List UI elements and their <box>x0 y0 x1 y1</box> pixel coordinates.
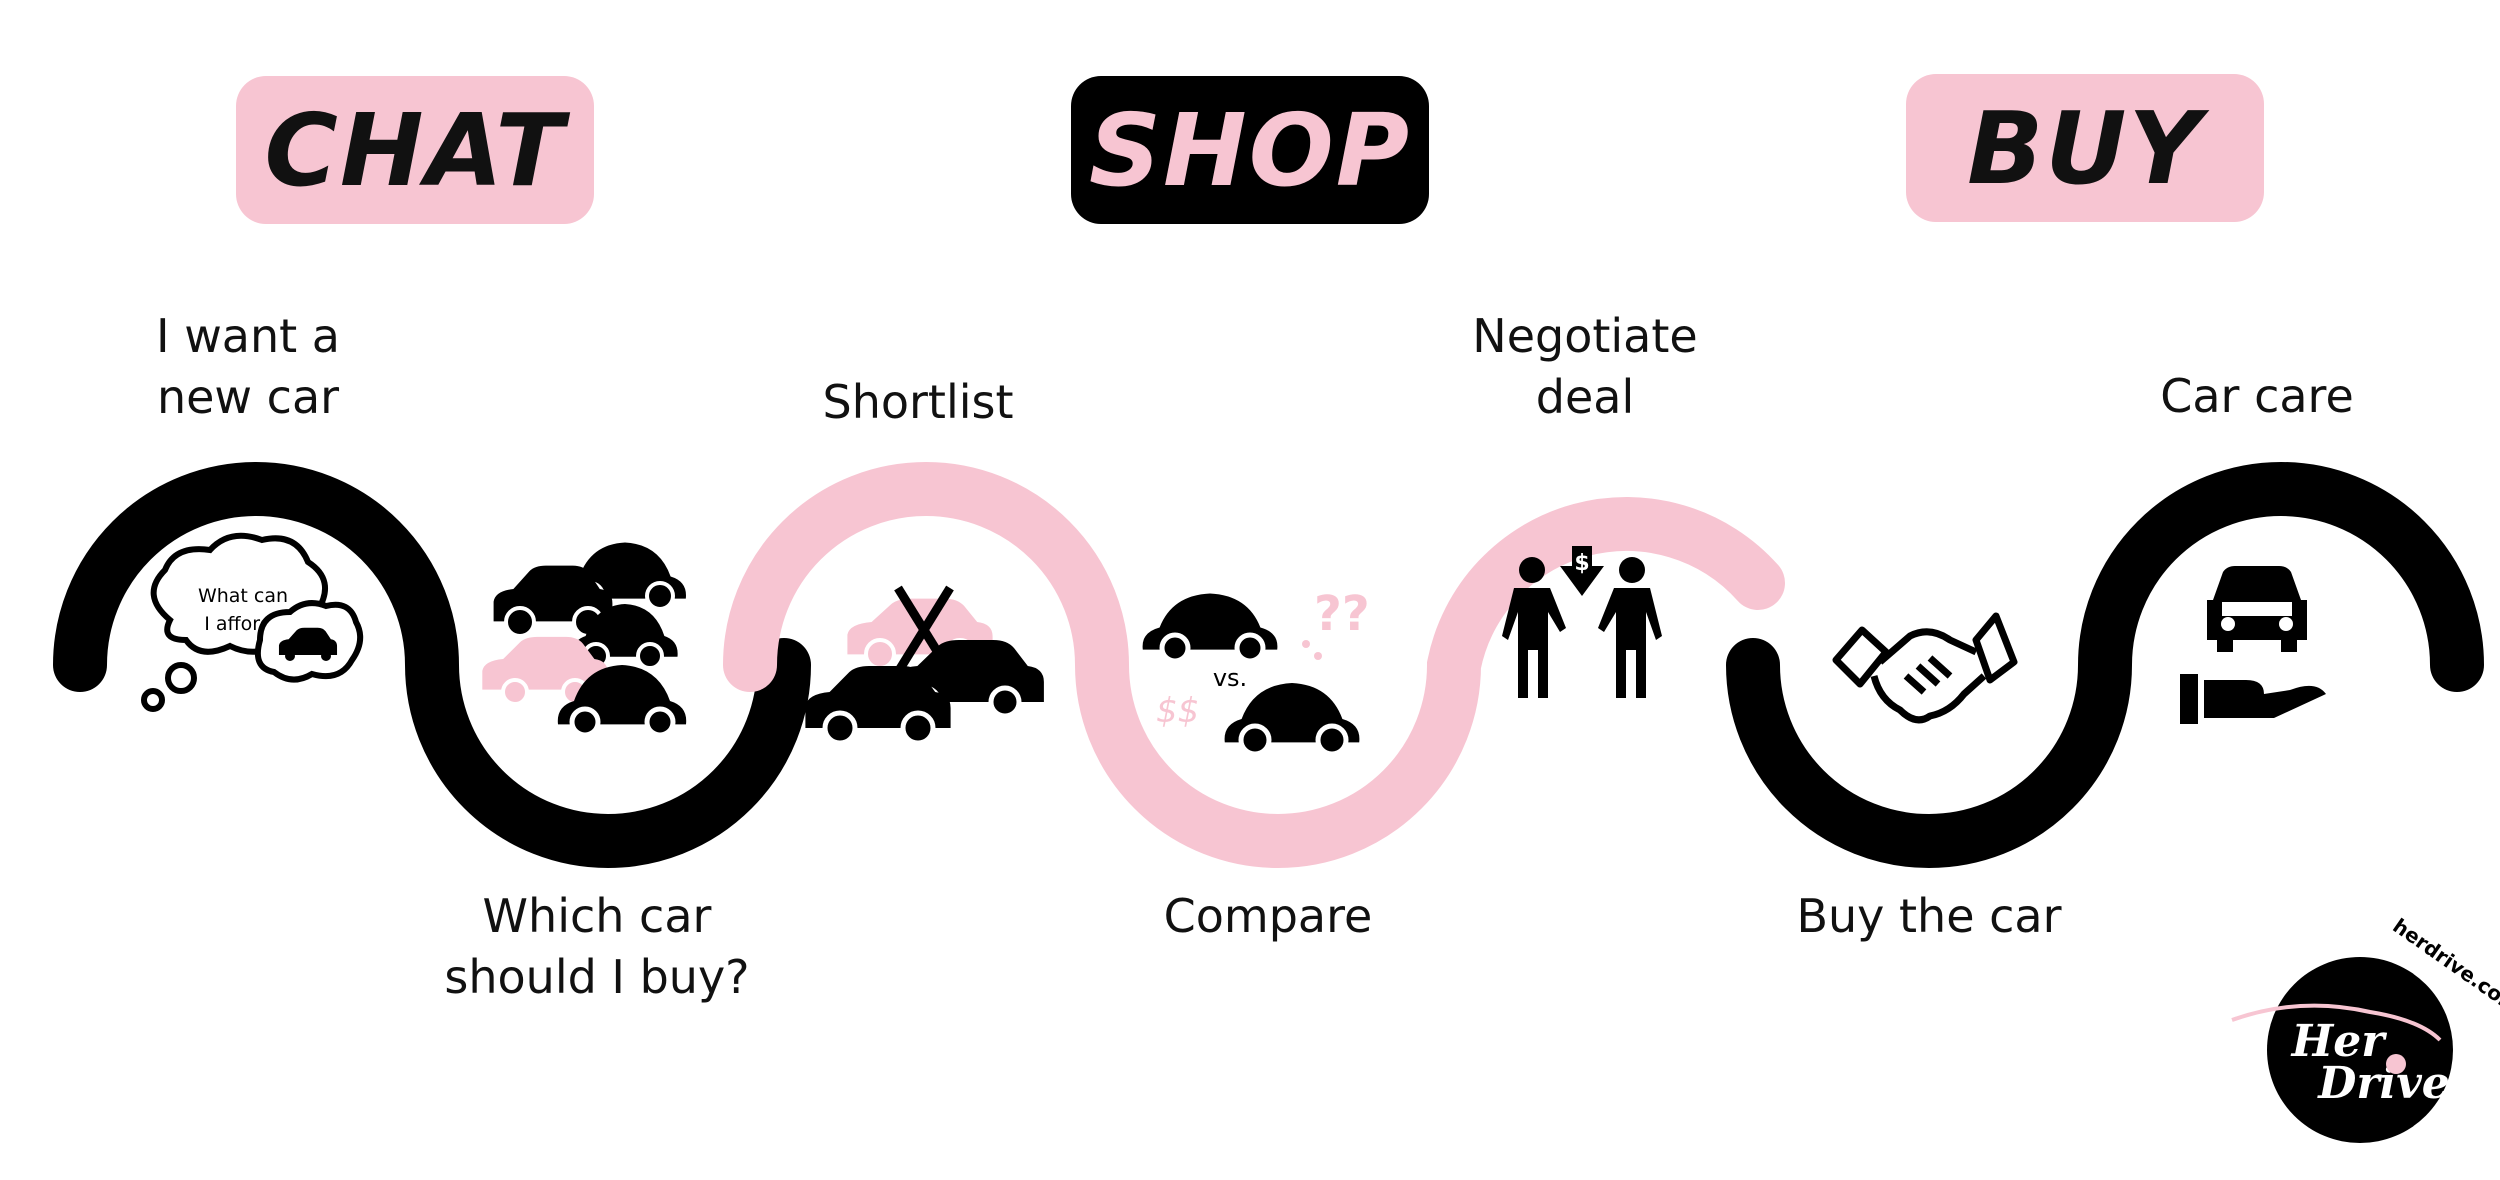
versus-text: vs. <box>1213 664 1247 692</box>
phase-chat-badge: CHAT <box>236 76 594 224</box>
phase-buy-label: BUY <box>1967 89 2203 207</box>
cars-versus-icon: vs. ?? $$ <box>1142 586 1370 757</box>
step-label-shortlist: Shortlist <box>822 375 1014 429</box>
logo-her-text: Her <box>2290 1016 2388 1067</box>
step-label-buy-car: Buy the car <box>1796 889 2062 943</box>
afford-text-line1: What can <box>198 585 288 607</box>
step-label-car-care: Car care <box>2160 369 2354 423</box>
thought-bubble-car-icon: What can I afford? <box>141 532 364 712</box>
phase-shop-label: SHOP <box>1088 91 1411 209</box>
question-marks-icon: ?? <box>1314 586 1370 642</box>
car-in-hand-icon <box>2180 566 2326 724</box>
herdrive-logo: Her Drive herdrive.com.au <box>2231 914 2500 1143</box>
phase-buy-badge: BUY <box>1906 74 2264 222</box>
phase-chat-label: CHAT <box>264 91 566 209</box>
price-text: $ <box>1574 551 1589 576</box>
road-segment-buy <box>1726 462 2484 868</box>
road-segment-chat <box>53 462 811 868</box>
phase-shop-badge: SHOP <box>1071 76 1429 224</box>
step-label-compare: Compare <box>1163 889 1373 943</box>
logo-drive-text: Drive <box>2316 1058 2450 1109</box>
step-label-which-car: Which car should I buy? <box>444 889 750 1004</box>
crossed-out-cars-icon <box>805 585 1044 746</box>
handshake-icon <box>1832 612 2018 724</box>
negotiation-people-icon: $ <box>1502 546 1662 698</box>
car-pile-icon <box>482 542 687 738</box>
dollar-signs-icon: $$ <box>1156 691 1199 731</box>
step-label-want-car: I want a new car <box>156 309 340 424</box>
step-label-negotiate: Negotiate deal <box>1472 309 1698 424</box>
road-segment-shop <box>723 462 1785 868</box>
road-path <box>53 462 2484 868</box>
